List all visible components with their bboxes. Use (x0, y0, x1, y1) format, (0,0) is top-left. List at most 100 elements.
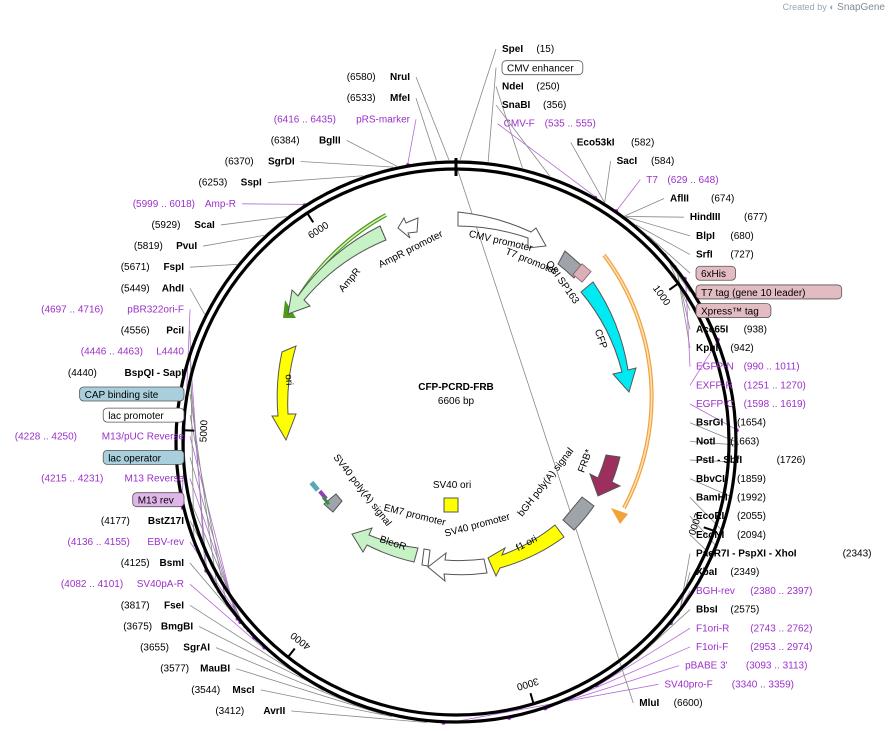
feature-lac-promoter[interactable]: lac promoter (102, 407, 185, 423)
site-pvui[interactable]: PvuI(5819) (134, 241, 198, 252)
site-bglii[interactable]: BglII(6384) (271, 135, 341, 146)
sv40-polya-box[interactable] (323, 493, 343, 513)
primer-bgh-rev[interactable]: BGH-rev(2380 .. 2397) (696, 586, 812, 597)
bgh-polya-box[interactable] (562, 496, 595, 531)
ori-arrow[interactable] (271, 345, 297, 442)
primer-f1ori-f[interactable]: F1ori-F(2953 .. 2974) (696, 642, 812, 653)
primer-egfp-c[interactable]: EGFP-C(1598 .. 1619) (696, 399, 806, 410)
label-box (102, 449, 185, 465)
site-xbai[interactable]: XbaI(2349) (696, 567, 759, 578)
small-feature-purple[interactable] (318, 489, 328, 501)
site-fsei[interactable]: FseI(3817) (121, 600, 185, 611)
site-snabi[interactable]: SnaBI(356) (502, 100, 566, 111)
primer-l4440[interactable]: L4440(4446 .. 4463) (81, 347, 185, 358)
label-position: (6370) (225, 157, 254, 168)
site-paer7i-pspxi-xhoi[interactable]: PaeR7I - PspXI - XhoI(2343) (696, 549, 872, 560)
small-feature-teal[interactable] (309, 480, 320, 492)
small-feature-green[interactable] (321, 496, 330, 506)
primer-prs-marker[interactable]: pRS-marker(6416 .. 6435) (274, 114, 411, 125)
site-msci[interactable]: MscI(3544) (191, 685, 255, 696)
primer-m13-puc-reverse[interactable]: M13/pUC Reverse(4228 .. 4250) (15, 431, 185, 442)
site-kpni[interactable]: KpnI(942) (696, 343, 754, 354)
site-nrui[interactable]: NruI(6580) (347, 72, 411, 83)
site-ecori[interactable]: EcoRI(2055) (696, 511, 766, 522)
sv40-promoter-arrow[interactable] (427, 551, 488, 583)
site-bstz17i[interactable]: BstZ17I(4177) (101, 516, 184, 527)
site-ahdi[interactable]: AhdI(5449) (121, 283, 185, 294)
leader-6xhis (648, 235, 691, 274)
site-eco53ki[interactable]: Eco53kI(582) (577, 137, 655, 148)
site-avrii[interactable]: AvrII(3412) (215, 706, 285, 717)
feature-m13-rev[interactable]: M13 rev (132, 492, 185, 508)
feature-t7-tag-gene-10-leader[interactable]: T7 tag (gene 10 leader) (695, 284, 843, 300)
site-bsmi[interactable]: BsmI(4125) (121, 558, 185, 569)
label-name: F1ori-R (696, 623, 729, 634)
primer-exfp-r[interactable]: EXFP-R(1251 .. 1270) (696, 380, 806, 391)
feature-cap-binding-site[interactable]: CAP binding site (79, 386, 185, 402)
feature-xpress-tag[interactable]: Xpress™ tag (695, 303, 772, 319)
sv40-ori-box[interactable] (443, 497, 459, 513)
primer-pbr322ori-f[interactable]: pBR322ori-F(4697 .. 4716) (41, 304, 184, 315)
primer-t7[interactable]: T7(629 .. 648) (646, 175, 718, 186)
site-fspi[interactable]: FspI(5671) (121, 262, 185, 273)
bleor-arrow[interactable] (351, 527, 419, 563)
label-text: lac operator (108, 453, 161, 464)
site-sgrai[interactable]: SgrAI(3655) (140, 643, 210, 654)
site-bsrgi[interactable]: BsrGI(1654) (696, 418, 766, 429)
site-maubi[interactable]: MauBI(3577) (160, 664, 230, 675)
site-sgrdi[interactable]: SgrDI(6370) (225, 157, 295, 168)
site-saci[interactable]: SacI(584) (617, 156, 675, 167)
frb-arrow[interactable] (589, 454, 622, 497)
primer-sv40pro-f[interactable]: SV40pro-F(3340 .. 3359) (664, 679, 794, 690)
site-srfi[interactable]: SrfI(727) (696, 250, 754, 261)
site-bbsi[interactable]: BbsI(2575) (696, 605, 759, 616)
label-position: (6416 .. 6435) (274, 114, 336, 125)
primer-cmv-f[interactable]: CMV-F(535 .. 555) (504, 119, 596, 130)
primer-f1ori-r[interactable]: F1ori-R(2743 .. 2762) (696, 623, 812, 634)
label-position: (674) (711, 193, 734, 204)
site-pcii[interactable]: PciI(4556) (121, 326, 185, 337)
leader-bamhi (689, 497, 724, 533)
leader-l4440 (189, 351, 206, 572)
cfp-arrow[interactable] (580, 281, 637, 394)
his-tag-box[interactable] (572, 263, 592, 283)
site-acc65i[interactable]: Acc65I(938) (696, 324, 767, 335)
ampr-arrow[interactable] (287, 225, 387, 315)
site-sspi[interactable]: SspI(6253) (198, 178, 262, 189)
site-aflii[interactable]: AflII(674) (670, 193, 734, 204)
label-name: SpeI (502, 44, 523, 55)
site-bspqi-sapi[interactable]: BspQI - SapI(4440) (68, 368, 184, 379)
primer-ebv-rev[interactable]: EBV-rev(4136 .. 4155) (68, 537, 184, 548)
cmv-promoter-arrow[interactable] (457, 211, 547, 249)
label-name: MauBI (200, 664, 230, 675)
site-econi[interactable]: EcoNI(2094) (696, 530, 766, 541)
primer-amp-r[interactable]: Amp-R(5999 .. 6018) (133, 199, 236, 210)
primer-m13-reverse[interactable]: M13 Reverse(4215 .. 4231) (41, 474, 184, 485)
primer-sv40pa-r[interactable]: SV40pA-R(4082 .. 4101) (61, 579, 184, 590)
site-hindiii[interactable]: HindIII(677) (690, 212, 768, 223)
ampr-promoter-arrow[interactable] (397, 216, 419, 239)
feature-cmv-enhancer[interactable]: CMV enhancer (501, 60, 584, 76)
feature-6xhis[interactable]: 6xHis (695, 265, 736, 281)
site-noti[interactable]: NotI(1663) (696, 436, 759, 447)
site-spei[interactable]: SpeI(15) (502, 44, 554, 55)
site-blpi[interactable]: BlpI(680) (696, 231, 754, 242)
feature-lac-operator[interactable]: lac operator (102, 449, 185, 465)
primer-egfp-n[interactable]: EGFP-N(990 .. 1011) (696, 362, 800, 373)
em7-promoter-arrow[interactable] (421, 548, 431, 567)
site-bbvci[interactable]: BbvCI(1859) (696, 474, 766, 485)
site-bmgbi[interactable]: BmgBI(3675) (123, 621, 193, 632)
site-bamhi[interactable]: BamHI(1992) (696, 492, 766, 503)
site-mfei[interactable]: MfeI(6533) (347, 93, 411, 104)
site-scai[interactable]: ScaI(5929) (152, 220, 216, 231)
primer-pbabe-3[interactable]: pBABE 3'(3093 .. 3113) (685, 661, 807, 672)
label-position: (5819) (134, 241, 163, 252)
leader-sgrdi (300, 161, 394, 168)
site-psti-sbfi[interactable]: PstI - SbfI(1726) (696, 455, 806, 466)
site-mlui[interactable]: MluI(6600) (639, 698, 702, 709)
snapgene-brand: Created by ◐ SnapGene (783, 2, 885, 13)
site-ndei[interactable]: NdeI(250) (502, 81, 560, 92)
f1-ori-arrow[interactable] (487, 524, 565, 578)
label-position: (4556) (121, 326, 150, 337)
